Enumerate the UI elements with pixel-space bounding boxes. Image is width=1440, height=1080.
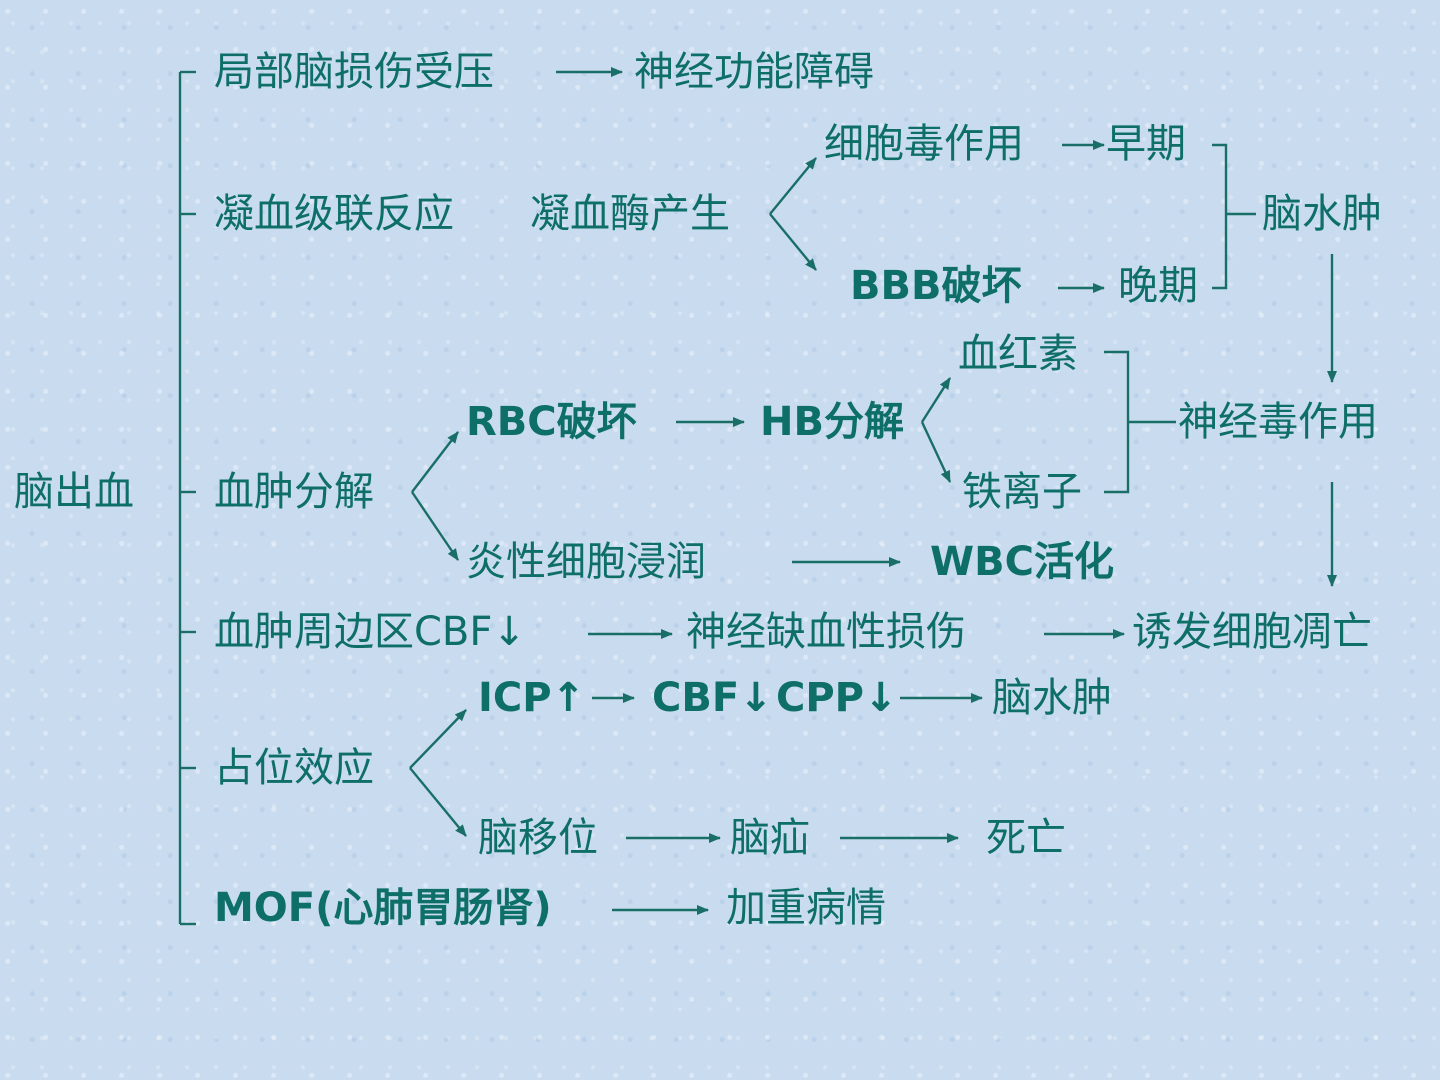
node-cbf-down: CBF↓ bbox=[652, 675, 773, 721]
root-node: 脑出血 bbox=[14, 469, 134, 515]
cause-mof: MOF(心肺胃肠肾) bbox=[214, 885, 552, 931]
node-hb-decomposition: HB分解 bbox=[760, 399, 904, 445]
result-brain-edema: 脑水肿 bbox=[1262, 191, 1382, 237]
cause-local-compression: 局部脑损伤受压 bbox=[214, 49, 494, 95]
result-neurotoxicity: 神经毒作用 bbox=[1178, 399, 1378, 445]
cause-hematoma-decomposition: 血肿分解 bbox=[214, 469, 374, 515]
node-death: 死亡 bbox=[986, 815, 1066, 861]
node-cytotoxic: 细胞毒作用 bbox=[824, 121, 1024, 167]
node-wbc-activation: WBC活化 bbox=[930, 539, 1114, 585]
result-apoptosis: 诱发细胞凋亡 bbox=[1132, 609, 1372, 655]
cause-mass-effect: 占位效应 bbox=[214, 745, 374, 791]
node-cpp-down: CPP↓ bbox=[776, 675, 898, 721]
cause-coagulation-cascade: 凝血级联反应 bbox=[214, 191, 454, 237]
result-worsening: 加重病情 bbox=[726, 885, 886, 931]
node-inflammatory-infiltration: 炎性细胞浸润 bbox=[466, 539, 706, 585]
node-iron: 铁离子 bbox=[962, 469, 1082, 515]
node-brain-shift: 脑移位 bbox=[478, 815, 598, 861]
node-thrombin: 凝血酶产生 bbox=[530, 191, 730, 237]
node-bbb-damage: BBB破坏 bbox=[850, 263, 1022, 309]
node-herniation: 脑疝 bbox=[730, 815, 810, 861]
node-ischemic-injury: 神经缺血性损伤 bbox=[686, 609, 966, 655]
node-heme: 血红素 bbox=[958, 331, 1078, 377]
node-rbc-damage: RBC破坏 bbox=[466, 399, 637, 445]
stage-late: 晚期 bbox=[1118, 263, 1198, 309]
node-brain-edema-2: 脑水肿 bbox=[992, 675, 1112, 721]
effect-neuro-dysfunction: 神经功能障碍 bbox=[634, 49, 874, 95]
stage-early: 早期 bbox=[1106, 121, 1186, 167]
cause-perihematoma-cbf: 血肿周边区CBF↓ bbox=[214, 609, 526, 655]
node-icp-up: ICP↑ bbox=[478, 675, 586, 721]
